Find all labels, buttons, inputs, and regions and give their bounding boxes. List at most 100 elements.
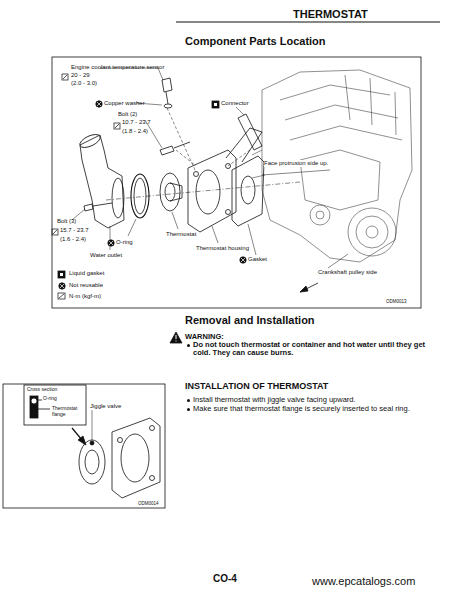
part-name: O-ring <box>43 396 57 402</box>
torque-value: 20 - 29 <box>71 72 90 79</box>
drawing-stroke <box>53 230 57 234</box>
drawing-stroke <box>84 203 112 211</box>
part-name: Thermostat <box>166 231 196 238</box>
not-reusable-symbol <box>59 101 246 289</box>
drawing-stroke <box>60 273 63 276</box>
bullet-dot <box>187 408 190 411</box>
drawing-stroke <box>78 132 102 150</box>
drawing-stroke <box>262 70 412 262</box>
thermostat-housing <box>112 418 160 498</box>
drawing-stroke <box>188 150 236 232</box>
drawing-stroke <box>115 124 119 128</box>
part-name: Copper washer <box>104 100 145 107</box>
drawing-stroke <box>114 123 120 129</box>
bullet-dot <box>187 399 190 402</box>
leader-line <box>92 410 93 440</box>
drawing-stroke <box>150 426 155 431</box>
figure-code: ODM0014 <box>138 501 159 506</box>
drawing-stroke <box>226 210 231 215</box>
drawing-stroke <box>59 283 65 289</box>
figure-frame <box>52 57 421 308</box>
drawing-stroke <box>300 150 380 210</box>
section-heading: Component Parts Location <box>185 35 326 47</box>
gasket <box>232 156 264 226</box>
warning-text: Do not touch thermostat or container and… <box>193 341 438 358</box>
drawing-stroke <box>58 293 65 299</box>
bullet-dot <box>187 344 190 347</box>
coolant-temperature-sensor <box>162 78 172 108</box>
arrow-head <box>300 286 308 292</box>
part-name: Water outlet <box>90 252 122 259</box>
legend-text: Liquid gasket <box>69 270 104 277</box>
legend-text: Not reusable <box>69 282 103 289</box>
drawing-stroke <box>164 104 172 108</box>
torque-value: (2.0 - 3.0) <box>71 80 97 87</box>
drawing-stroke <box>328 254 348 268</box>
drawing-stroke <box>165 183 175 201</box>
leader-line <box>72 68 348 268</box>
drawing-stroke <box>109 241 113 245</box>
drawing-stroke <box>366 226 378 238</box>
o-ring <box>131 174 149 218</box>
cross-section-inset <box>24 385 86 425</box>
drawing-stroke <box>170 183 182 201</box>
bullet-text: Make sure that thermostat flange is secu… <box>193 405 443 413</box>
connector <box>238 114 262 150</box>
drawing-stroke <box>214 103 217 106</box>
warning-symbol <box>170 332 182 343</box>
direction-arrow <box>300 283 318 292</box>
drawing-stroke <box>236 107 244 115</box>
torque-value: (1.8 - 2.4) <box>122 128 148 135</box>
drawing-stroke <box>31 398 37 404</box>
part-name: O-ring <box>116 239 133 246</box>
torque-value: 10.7 - 23.7 <box>122 119 151 126</box>
inset-title: Cross section <box>27 387 57 393</box>
torque-value: 15.7 - 23.7 <box>60 227 89 234</box>
drawing-stroke <box>162 78 172 104</box>
warning-mark <box>176 335 177 342</box>
o-ring-inner <box>134 178 146 214</box>
drawing-stroke <box>262 170 330 175</box>
figure-frame <box>3 384 165 508</box>
drawing-stroke <box>241 176 255 204</box>
drawing-stroke <box>212 226 218 243</box>
title-rule <box>176 21 440 22</box>
drawing-stroke <box>121 434 149 482</box>
drawing-stroke <box>345 75 396 135</box>
part-name: Bolt (2) <box>118 111 137 118</box>
engine-block <box>252 70 412 262</box>
figure-code: ODM0013 <box>386 299 407 304</box>
part-name: Jiggle valve <box>90 403 121 410</box>
drawing-stroke <box>85 450 99 474</box>
drawing-stroke <box>356 216 388 248</box>
drawing-stroke <box>62 74 68 80</box>
drawing-stroke <box>212 101 219 108</box>
drawing-stroke <box>150 476 155 481</box>
part-name: Connector <box>221 100 249 107</box>
drawing-stroke <box>232 156 264 226</box>
drawing-stroke <box>59 294 64 298</box>
section-heading: Removal and Installation <box>185 314 315 326</box>
torque-value: (1.6 - 2.4) <box>60 236 86 243</box>
bullet-text: Install thermostat with jiggle valve fac… <box>193 396 448 404</box>
drawing-stroke <box>310 205 330 225</box>
drawing-stroke <box>226 128 262 162</box>
drawing-stroke <box>240 257 246 263</box>
legend-text: N·m (kgf-m) <box>69 293 101 300</box>
center-line <box>167 108 250 170</box>
drawing-stroke <box>52 229 58 235</box>
drawing-stroke <box>196 170 220 214</box>
page-number: CO-4 <box>213 573 237 584</box>
drawing-stroke <box>248 224 256 255</box>
drawing-stroke <box>112 418 160 498</box>
drawing-stroke <box>241 258 245 262</box>
liquid-gasket-symbol <box>58 101 219 278</box>
drawing-stroke <box>160 173 180 211</box>
drawing-stroke <box>80 135 124 228</box>
drawing-stroke <box>108 240 114 246</box>
subsection-heading: INSTALLATION OF THERMOSTAT <box>185 381 328 391</box>
drawing-stroke <box>348 208 396 256</box>
drawing-stroke <box>112 178 124 218</box>
drawing-stroke <box>118 438 123 443</box>
drawing-stroke <box>280 85 402 140</box>
